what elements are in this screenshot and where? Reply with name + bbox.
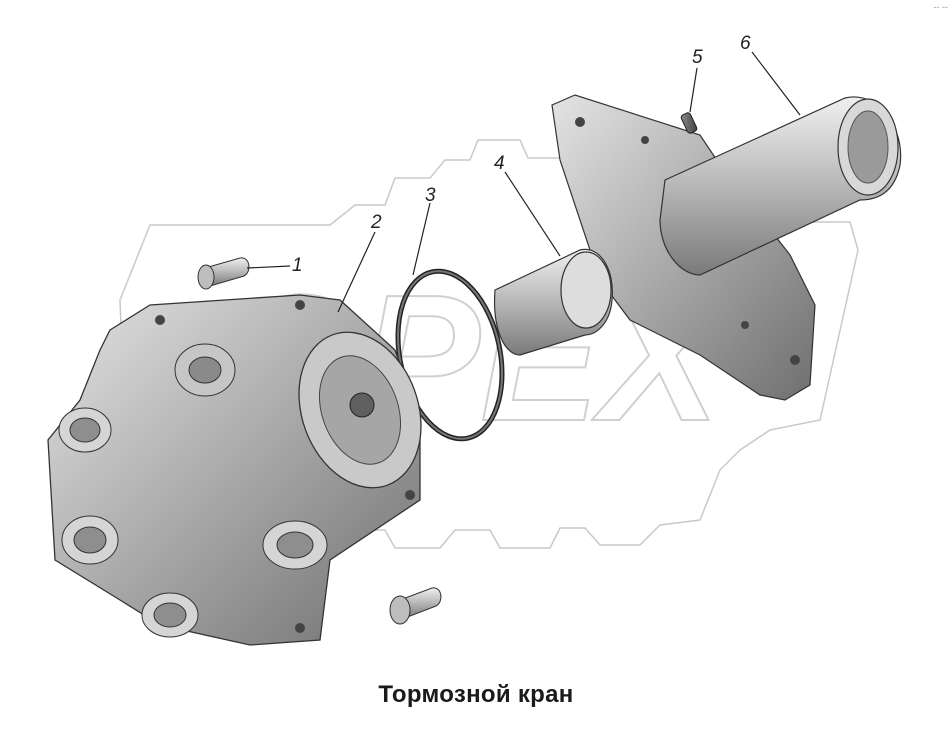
part-6-flanged-tube <box>551 94 902 401</box>
callout-6: 6 <box>740 33 751 54</box>
part-5-pin <box>680 112 698 134</box>
callout-1: 1 <box>292 255 303 276</box>
callout-5: 5 <box>692 47 703 68</box>
part-2-valve-body <box>47 294 422 646</box>
part-4-bushing <box>493 248 613 356</box>
part-1-bolt-bottom <box>389 587 442 625</box>
callout-numbers: 1 2 3 4 5 6 <box>292 33 751 276</box>
part-1-bolt-top <box>197 257 250 290</box>
leader-5 <box>689 67 698 113</box>
diagram-caption: Тормозной кран <box>378 681 574 708</box>
leader-3 <box>412 202 431 276</box>
leader-6 <box>751 51 801 116</box>
corner-mark: -- -- <box>933 2 949 12</box>
leader-4 <box>504 171 561 257</box>
callout-lines <box>246 51 801 313</box>
callout-3: 3 <box>425 185 436 206</box>
leader-2 <box>337 231 376 313</box>
leader-1 <box>246 265 291 269</box>
callout-2: 2 <box>370 212 382 233</box>
callout-4: 4 <box>494 153 505 174</box>
